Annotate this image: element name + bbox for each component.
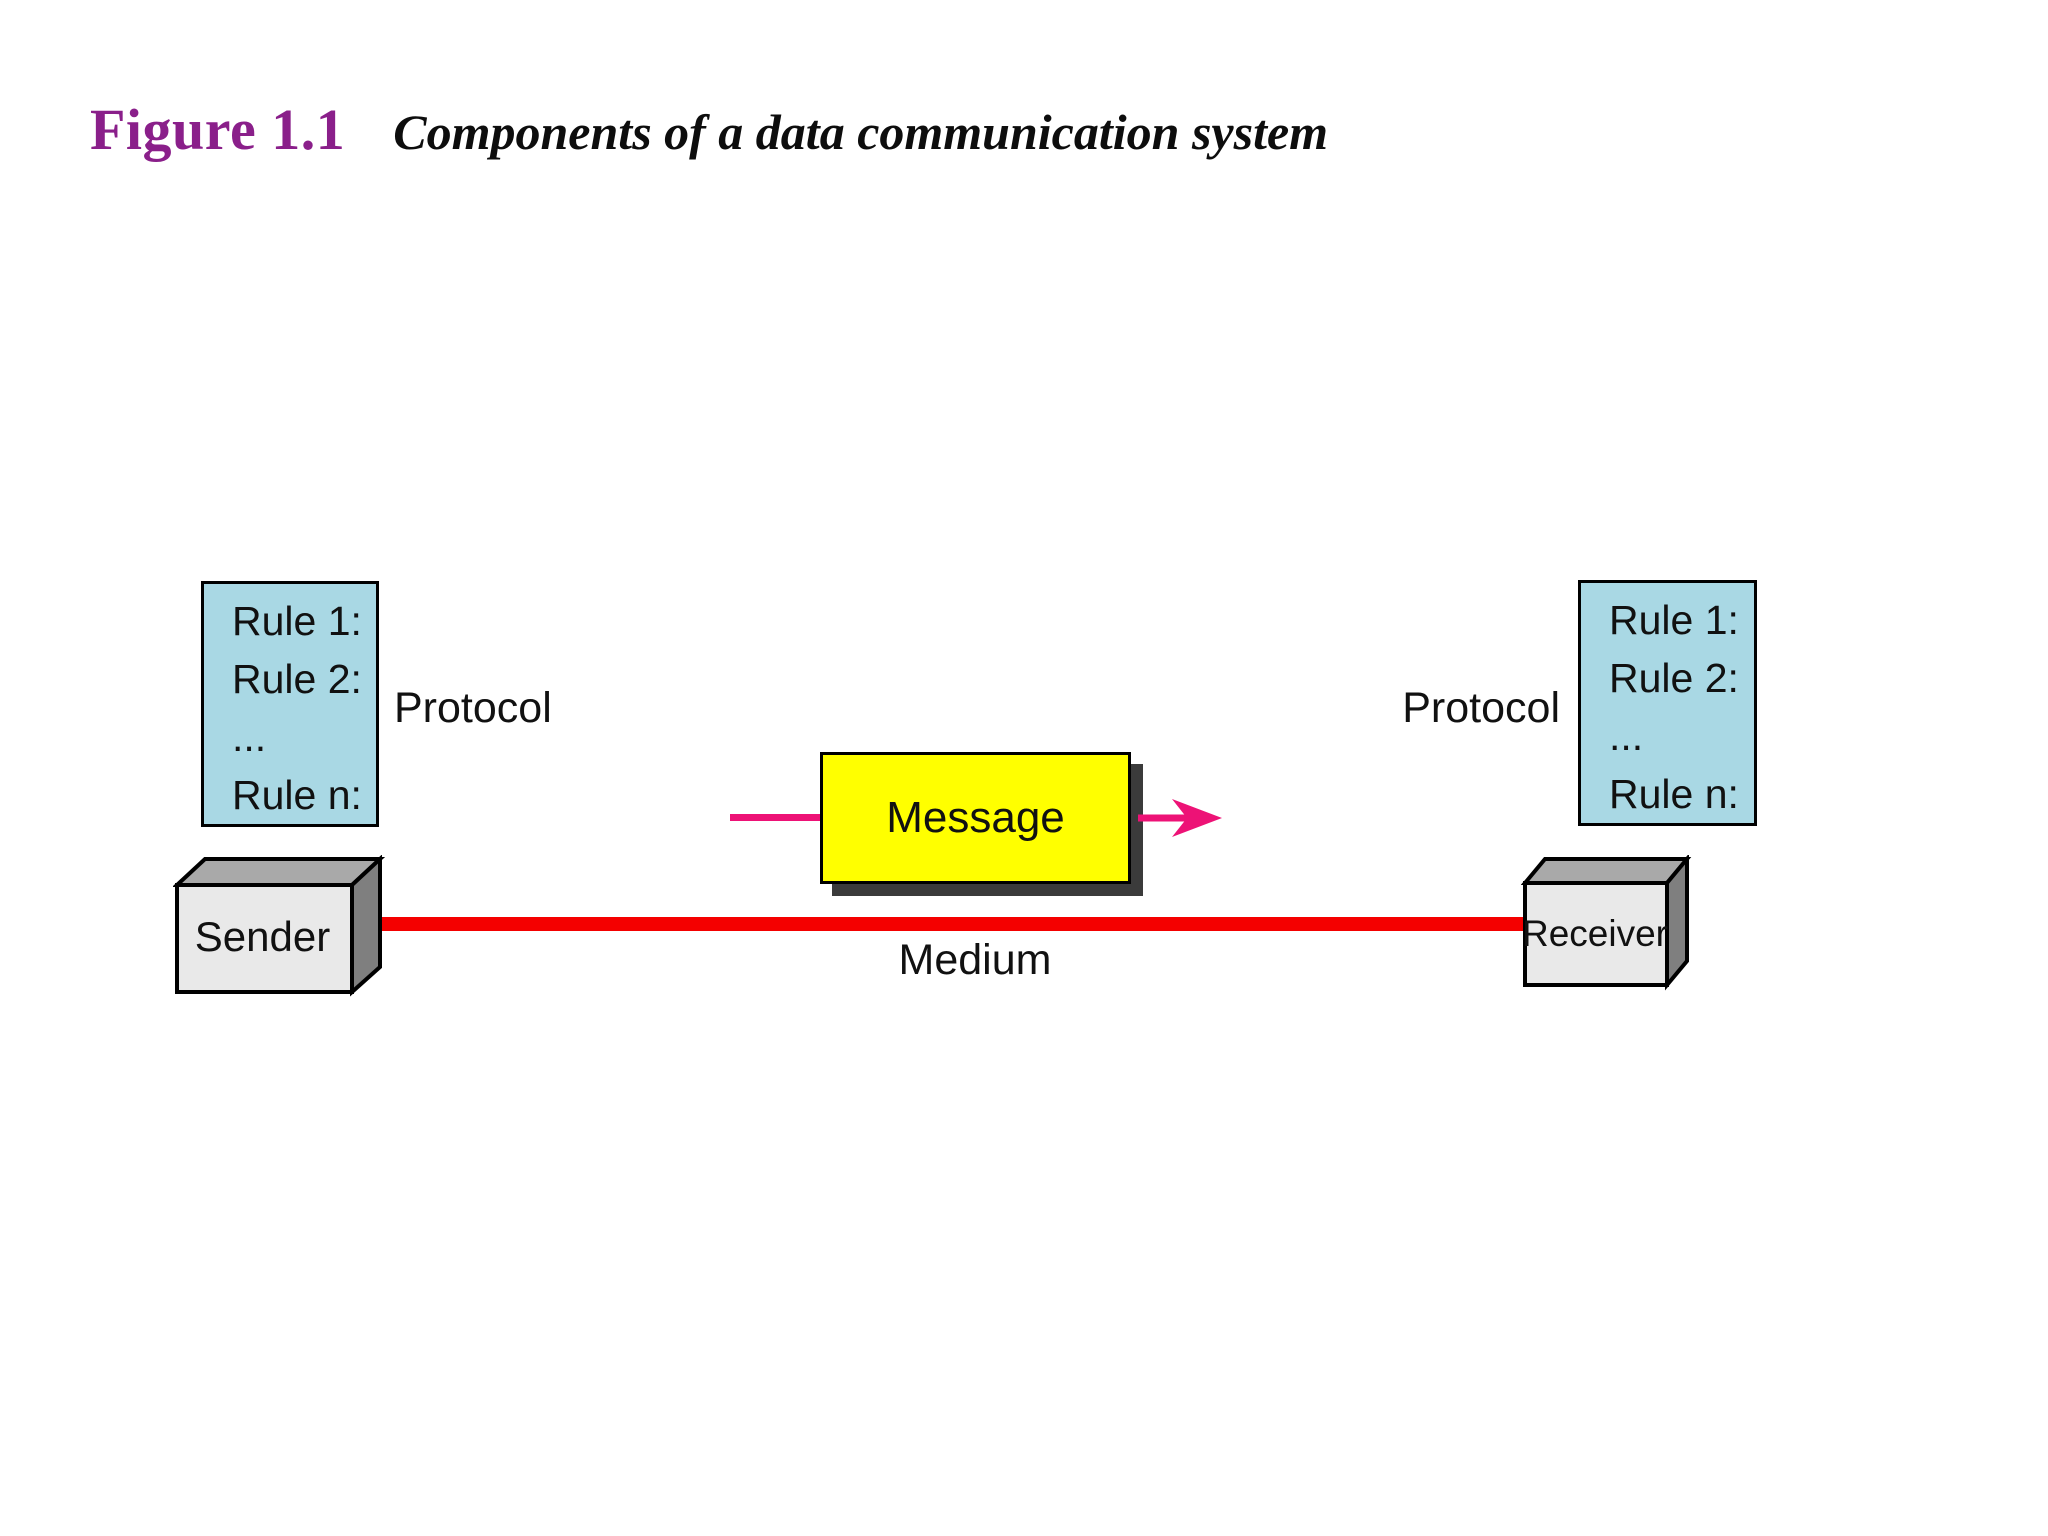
message-incoming-arrow-icon xyxy=(730,814,822,821)
sender-box xyxy=(173,855,385,997)
medium-label: Medium xyxy=(898,936,1052,984)
receiver-box xyxy=(1521,855,1692,991)
figure-number: Figure 1.1 xyxy=(90,97,346,162)
sender-label: Sender xyxy=(194,912,331,960)
message-label: Message xyxy=(886,793,1065,842)
rule-line: Rule n: xyxy=(1609,771,1739,817)
sender-protocol-rules-box: Rule 1: Rule 2: ... Rule n: xyxy=(201,581,379,827)
message-outgoing-arrow-icon xyxy=(1138,799,1222,837)
figure-title: Figure 1.1 Components of a data communic… xyxy=(90,96,1328,163)
receiver-label: Receiver xyxy=(1522,913,1668,954)
rule-line: ... xyxy=(232,714,267,760)
figure-caption: Components of a data communication syste… xyxy=(393,104,1329,160)
rule-line: Rule 2: xyxy=(1609,655,1739,701)
rule-line: ... xyxy=(1609,713,1644,759)
rule-line: Rule n: xyxy=(232,772,362,818)
sender-protocol-label: Protocol xyxy=(394,684,552,732)
rule-line: Rule 2: xyxy=(232,656,362,702)
rule-line: Rule 1: xyxy=(232,598,362,644)
receiver-protocol-rules-box: Rule 1: Rule 2: ... Rule n: xyxy=(1578,580,1757,826)
medium-line xyxy=(366,917,1526,931)
receiver-protocol-label: Protocol xyxy=(1402,684,1560,732)
rule-line: Rule 1: xyxy=(1609,597,1739,643)
message-box: Message xyxy=(820,752,1131,884)
